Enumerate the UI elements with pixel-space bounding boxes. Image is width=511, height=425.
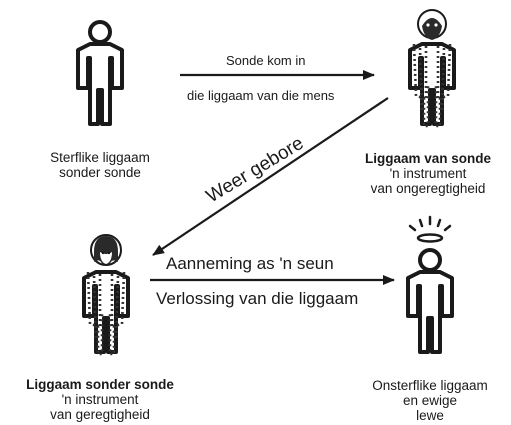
caption-line: en ewige xyxy=(402,393,458,408)
caption-line: van geregtigheid xyxy=(50,407,150,422)
body-without-sin-caption: Liggaam sonder sonde 'n instrument van g… xyxy=(0,377,200,422)
immortal-body-figure xyxy=(406,215,454,354)
body-of-sin-caption: Liggaam van sonde 'n instrument van onge… xyxy=(345,151,511,196)
caption-line: van ongeregtigheid xyxy=(370,181,486,196)
caption-line: 'n instrument xyxy=(389,166,467,181)
arrow-born-again xyxy=(152,97,389,256)
jesus-face-icon xyxy=(90,234,122,266)
caption-line: lewe xyxy=(416,408,444,423)
immortal-body-caption: Onsterflike liggaam en ewige lewe xyxy=(355,378,505,423)
dotted-inner-body xyxy=(86,271,126,356)
caption-title: Liggaam sonder sonde xyxy=(26,377,174,392)
caption-line: Onsterflike liggaam xyxy=(372,378,488,393)
body-without-sin-figure xyxy=(82,234,130,356)
sin-enters-label-1: Sonde kom in xyxy=(226,53,306,68)
dark-face-icon xyxy=(417,9,447,40)
body-of-sin-figure xyxy=(408,9,456,128)
born-again-label: Weer gebore xyxy=(203,133,308,207)
caption-title: Liggaam van sonde xyxy=(364,151,492,166)
dotted-inner-body xyxy=(412,43,452,128)
redemption-label: Verlossing van die liggaam xyxy=(156,289,359,308)
sin-enters-label-2: die liggaam van die mens xyxy=(187,88,335,103)
mortal-body-figure xyxy=(76,20,124,126)
mortal-body-caption: Sterflike liggaam sonder sonde xyxy=(20,150,180,180)
caption-line: sonder sonde xyxy=(59,165,141,180)
caption-line: 'n instrument xyxy=(61,392,139,407)
adoption-label: Aanneming as 'n seun xyxy=(166,254,334,273)
caption-line: Sterflike liggaam xyxy=(50,150,150,165)
halo-icon xyxy=(408,215,452,243)
